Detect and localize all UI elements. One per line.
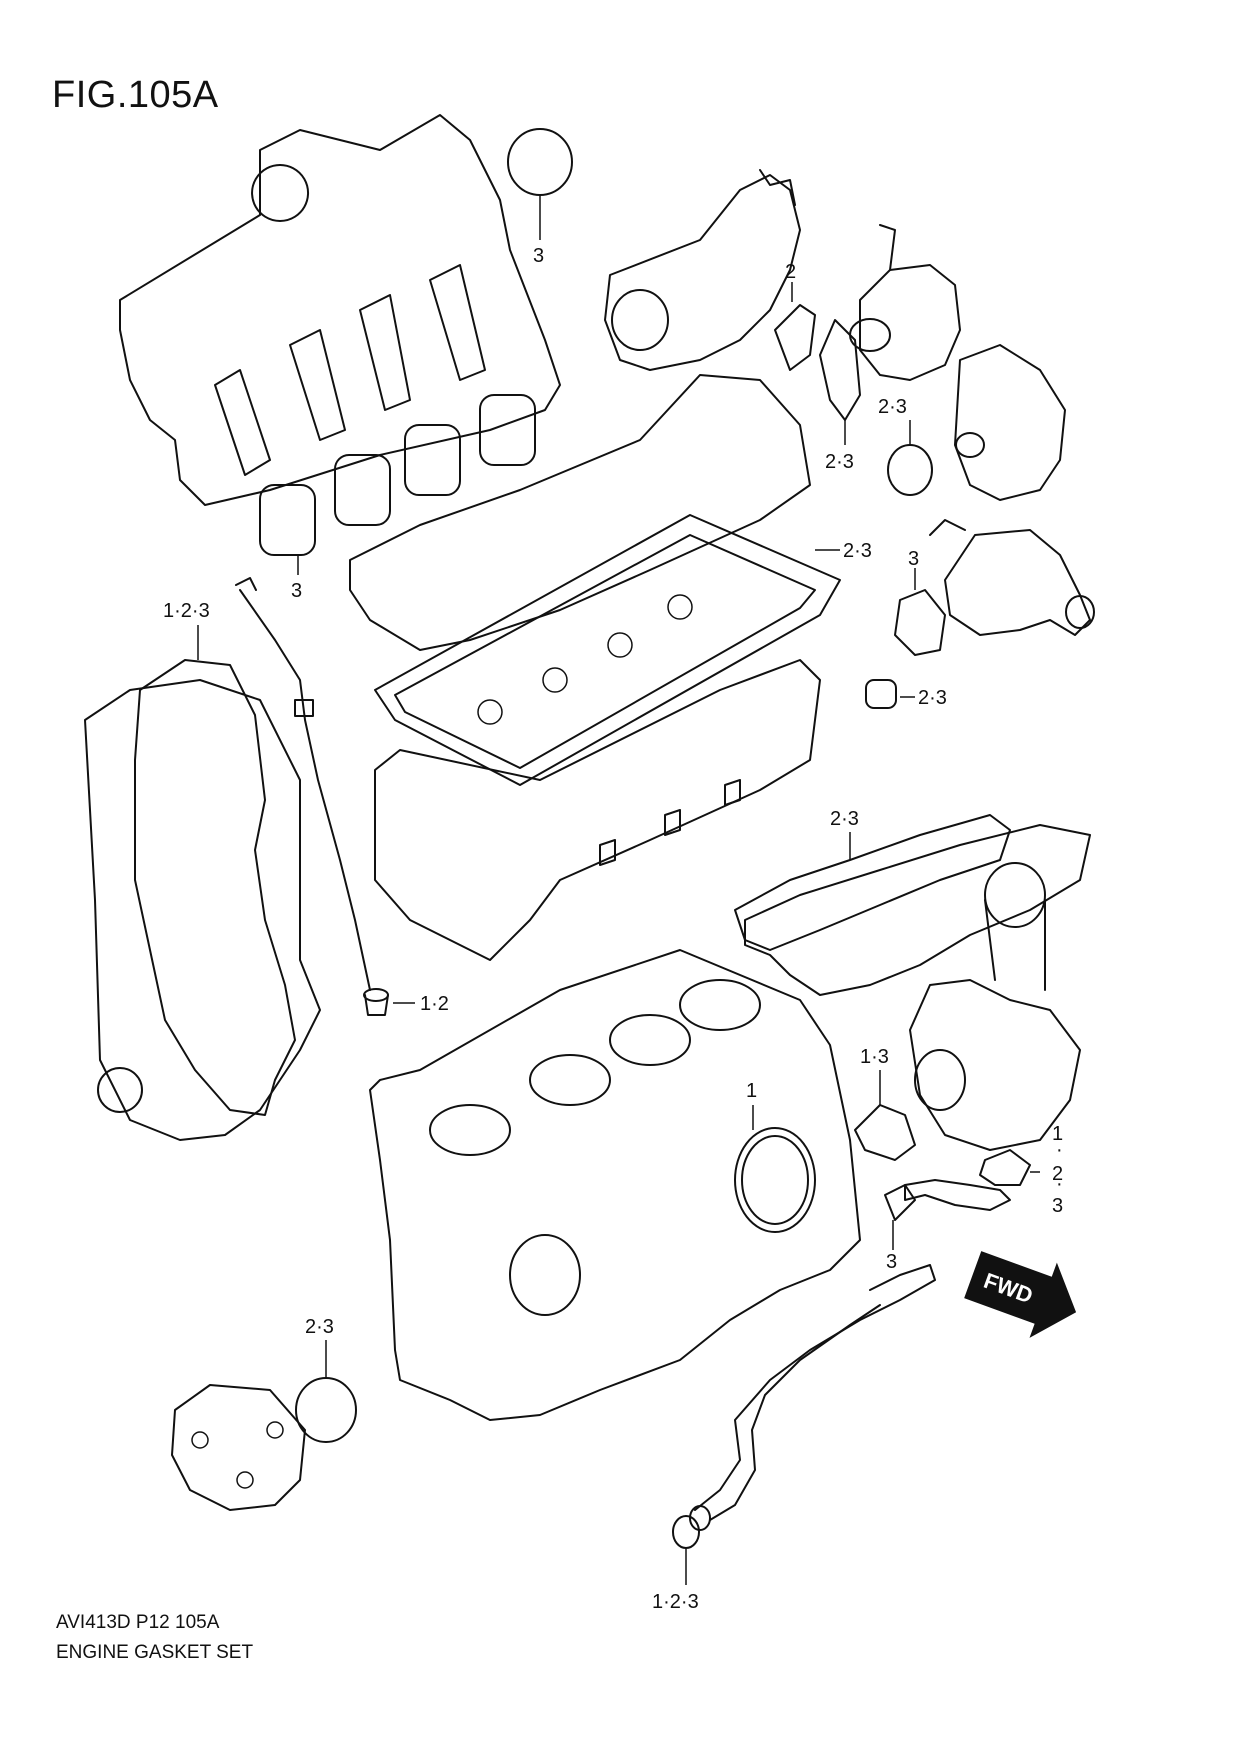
- callout-oil-pipe-flange: 3: [886, 1251, 897, 1273]
- crankshaft-seal: [734, 1127, 816, 1233]
- oil-return-pipe: [884, 1179, 1011, 1221]
- callout-vacuum-gasket: 2·3: [825, 451, 854, 473]
- intake-o-ring: [507, 128, 573, 196]
- water-pump-o-ring: [295, 1377, 357, 1443]
- callout-pump-oring: 2·3: [878, 396, 907, 418]
- figure-name: ENGINE GASKET SET: [56, 1642, 254, 1663]
- exhaust-manifold-gasket: [734, 814, 1011, 951]
- water-pump: [171, 1384, 306, 1511]
- cylinder-head: [374, 659, 821, 961]
- water-pipe: [689, 1264, 936, 1531]
- turbo-gasket: [854, 1104, 916, 1161]
- svg-text:·: ·: [1056, 1139, 1063, 1161]
- drain-plug: [363, 988, 389, 1016]
- timing-cover: [84, 679, 321, 1141]
- oil-pipe-gasket: [979, 1149, 1031, 1186]
- callout-water-pump-ring: 2·3: [305, 1316, 334, 1338]
- callout-valve-seal: 2·3: [918, 687, 947, 709]
- pump-o-ring: [887, 444, 933, 496]
- callout-egr-gasket: 2: [785, 261, 796, 283]
- cylinder-head-cover: [349, 374, 811, 651]
- egr-valve: [604, 169, 801, 371]
- callout-crank-seal: 1: [746, 1080, 757, 1102]
- cylinder-block: [369, 949, 861, 1421]
- vacuum-pump: [849, 224, 961, 381]
- thermostat-housing: [929, 519, 1095, 636]
- egr-gasket: [774, 304, 816, 371]
- svg-text:·: ·: [1056, 1173, 1063, 1195]
- valve-stem-seal: [865, 679, 897, 709]
- callout-pipe-oring: 1·2·3: [652, 1591, 699, 1613]
- callout-oil-pipe-top: 1: [1052, 1123, 1063, 1145]
- callout-oil-pipe-bot: 3: [1052, 1195, 1063, 1217]
- forward-direction-badge: FWD: [964, 1251, 1077, 1338]
- figure-code: AVI413D P12 105A: [56, 1612, 220, 1633]
- injection-pump: [954, 344, 1066, 501]
- callout-exhaust-gasket: 2·3: [830, 808, 859, 830]
- callout-intake-gasket: 3: [291, 580, 302, 602]
- callout-cover-gasket: 2·3: [843, 540, 872, 562]
- head-cover-gasket: [374, 514, 841, 786]
- callout-intake-ring: 3: [533, 245, 544, 267]
- callout-oil-pipe-mid: 2: [1052, 1163, 1063, 1185]
- callout-thermo-gasket: 3: [908, 548, 919, 570]
- thermostat-gasket: [894, 589, 946, 656]
- callout-turbo-gasket: 1·3: [860, 1046, 889, 1068]
- timing-cover-gasket: [134, 659, 296, 1116]
- exhaust-manifold: [744, 824, 1091, 996]
- turbocharger: [909, 862, 1081, 1151]
- pipe-o-ring: [672, 1515, 700, 1549]
- callout-drain-plug: 1·2: [420, 993, 449, 1015]
- vacuum-gasket: [819, 319, 861, 421]
- callout-front-gasket: 1·2·3: [163, 600, 210, 622]
- oil-dipstick: [235, 577, 371, 991]
- intake-manifold: [119, 114, 561, 556]
- figure-title: FIG.105A: [52, 74, 219, 116]
